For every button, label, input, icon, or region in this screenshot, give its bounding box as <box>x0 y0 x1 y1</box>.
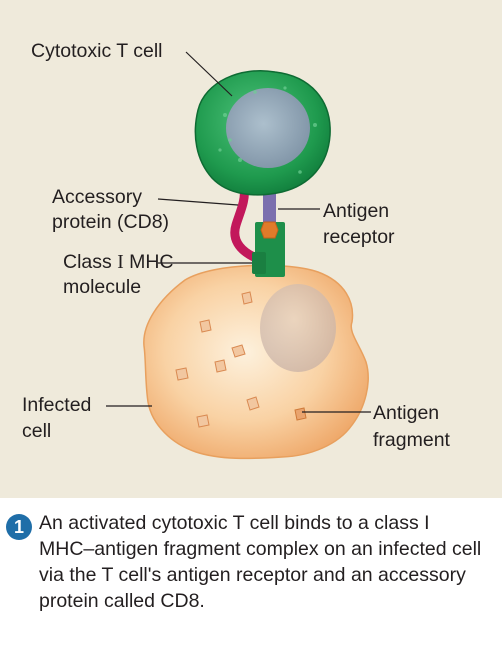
infected-cell-nucleus <box>260 284 336 372</box>
antigen-receptor <box>260 188 279 239</box>
label-mhc-roman: I <box>117 252 124 273</box>
label-infected-line2: cell <box>22 420 52 442</box>
caption-text: An activated cytotoxic T cell binds to a… <box>39 512 482 612</box>
cd8-protein <box>230 183 261 263</box>
antigen-fragments <box>175 291 307 428</box>
cytotoxic-t-cell <box>194 70 331 196</box>
label-mhc-line1: Class I MHC <box>63 250 174 275</box>
mhc-molecule <box>252 222 285 277</box>
diagram-figure <box>0 0 502 498</box>
label-accessory-line1: Accessory <box>52 186 142 208</box>
label-receptor-line1: Antigen <box>323 200 390 222</box>
label-mhc-line2: molecule <box>63 276 142 298</box>
label-receptor-line2: receptor <box>323 226 395 248</box>
label-mhc-word: MHC <box>123 251 174 273</box>
leader-lines <box>106 51 371 413</box>
step-number-badge: 1 <box>6 514 32 540</box>
label-mhc-class: Class <box>63 251 118 273</box>
label-fragment-line1: Antigen <box>373 402 440 424</box>
label-cytotoxic-t-cell: Cytotoxic T cell <box>31 40 163 62</box>
infected-cell <box>143 264 369 460</box>
label-infected-line1: Infected <box>22 394 92 416</box>
label-accessory-line2: protein (CD8) <box>52 211 170 233</box>
label-fragment-line2: fragment <box>373 429 450 451</box>
antigen-fragment <box>294 407 307 421</box>
